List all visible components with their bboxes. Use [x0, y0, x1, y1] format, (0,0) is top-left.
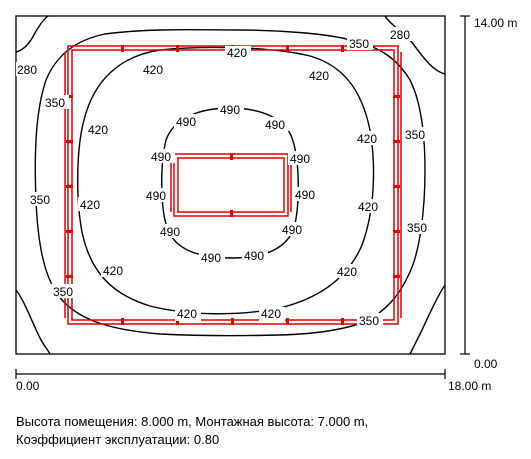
isoline-label: 420: [358, 200, 378, 214]
luminaire-row-outer: [67, 45, 399, 325]
luminaire-joint: [230, 210, 233, 217]
luminaire-joint: [66, 275, 73, 278]
isoline-label: 420: [261, 307, 281, 321]
luminaire-row-outer-inner-edge: [71, 49, 395, 321]
isoline-label: 490: [151, 150, 171, 164]
luminaire-joint: [66, 95, 73, 98]
luminaire-joint: [66, 185, 73, 188]
isoline-350: [34, 28, 426, 337]
luminaire-joint: [231, 318, 234, 325]
luminaire-joint: [121, 318, 124, 325]
isoline-label: 350: [45, 96, 65, 110]
isoline-label: 420: [103, 264, 123, 278]
luminaire-joint: [176, 318, 179, 325]
isoline-label: 490: [220, 103, 240, 117]
isoline-label: 490: [265, 118, 285, 132]
luminaire-joint: [393, 140, 400, 143]
isoline-label: 350: [349, 37, 369, 51]
isoline-label: 350: [405, 128, 425, 142]
isoline-label: 490: [244, 249, 264, 263]
isoline-label: 420: [227, 46, 247, 60]
isoline-label: 490: [290, 152, 310, 166]
luminaire-center-inner: [177, 157, 285, 213]
isoline-label: 280: [17, 63, 37, 77]
isoline-label: 490: [176, 115, 196, 129]
luminaire-joint: [341, 318, 344, 325]
isoline-label: 350: [30, 193, 50, 207]
luminaire-joint: [230, 153, 233, 160]
luminaire-joint: [286, 318, 289, 325]
luminaire-joint: [341, 45, 344, 52]
y-origin-label: 0.00: [474, 357, 498, 371]
luminaire-joint: [121, 45, 124, 52]
height-label: 14.00 m: [474, 16, 517, 30]
room-info-line-1: Высота помещения: 8.000 m, Монтажная выс…: [16, 414, 369, 429]
isoline-label: 420: [309, 69, 329, 83]
room-info-line-2: Коэффициент эксплуатации: 0.80: [16, 432, 220, 447]
luminaire-center-outer: [173, 153, 289, 217]
isoline-280-top-left: [15, 15, 49, 53]
room-outline: [15, 15, 446, 355]
isoline-label: 420: [143, 63, 163, 77]
luminaire-joint: [393, 230, 400, 233]
luminaire-joint: [66, 140, 73, 143]
isoline-label: 490: [160, 225, 180, 239]
luminaire-joint: [393, 275, 400, 278]
isoline-label: 420: [357, 132, 377, 146]
luminaire-joint: [66, 230, 73, 233]
isoline-label: 420: [80, 198, 100, 212]
isoline-label: 280: [390, 28, 410, 42]
isoline-label: 350: [53, 285, 73, 299]
isoline-490: [161, 107, 299, 259]
isoline-label: 350: [359, 314, 379, 328]
isoline-label: 420: [337, 265, 357, 279]
luminaire-joint: [393, 95, 400, 98]
luminaire-joint: [393, 185, 400, 188]
isoline-label: 490: [282, 223, 302, 237]
isoline-label: 490: [201, 251, 221, 265]
isoline-label: 420: [88, 123, 108, 137]
isoline-label: 490: [295, 188, 315, 202]
isoline-280-bottom-right: [409, 284, 446, 355]
lighting-plan: 14.00 m 0.00 0.00 18.00 m: [15, 15, 517, 393]
isoline-label: 350: [407, 221, 427, 235]
luminaire-joint: [176, 45, 179, 52]
isoline-label: 490: [146, 189, 166, 203]
isoline-280-bottom-left: [15, 289, 51, 355]
luminaire-joint: [286, 45, 289, 52]
x-origin-label: 0.00: [16, 379, 40, 393]
isoline-label: 420: [177, 307, 197, 321]
width-label: 18.00 m: [448, 379, 491, 393]
isoline-labels: 280 280 350 350 350 350 350 350 350 420 …: [16, 27, 431, 328]
